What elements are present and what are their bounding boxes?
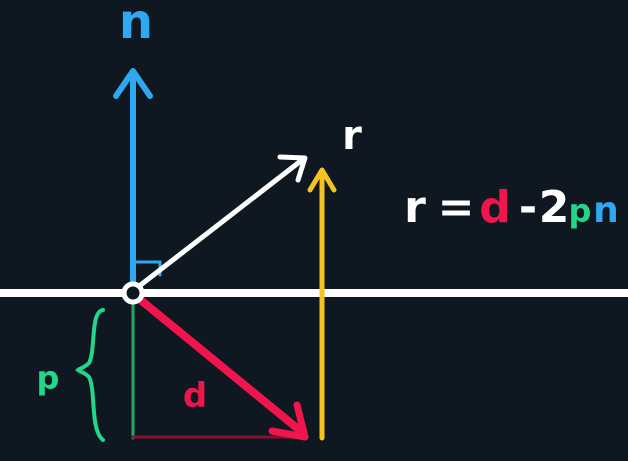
reflected-vector-arrowhead <box>277 154 308 183</box>
incident-label: d <box>183 376 207 416</box>
equation-two: 2 <box>539 182 570 233</box>
equation-equals: = <box>438 182 475 233</box>
equation-p: p <box>569 192 592 230</box>
reflected-label: r <box>342 113 362 159</box>
equation-lhs: r <box>404 182 426 233</box>
helper-vector-arrowhead <box>307 167 337 193</box>
projection-label: p <box>37 359 60 397</box>
origin-point <box>121 281 145 305</box>
reflected-vector-shaft <box>135 157 305 290</box>
equation-d: d <box>479 182 511 233</box>
normal-vector-arrowhead <box>113 68 153 99</box>
incident-vector-arrowhead <box>268 401 309 441</box>
incident-vector-shaft <box>133 293 307 437</box>
equation-minus: - <box>519 182 537 233</box>
projection-brace <box>75 308 105 442</box>
reflection-equation: r = d - 2 p n <box>404 182 619 233</box>
normal-label: n <box>119 0 153 50</box>
equation-n: n <box>593 190 619 231</box>
